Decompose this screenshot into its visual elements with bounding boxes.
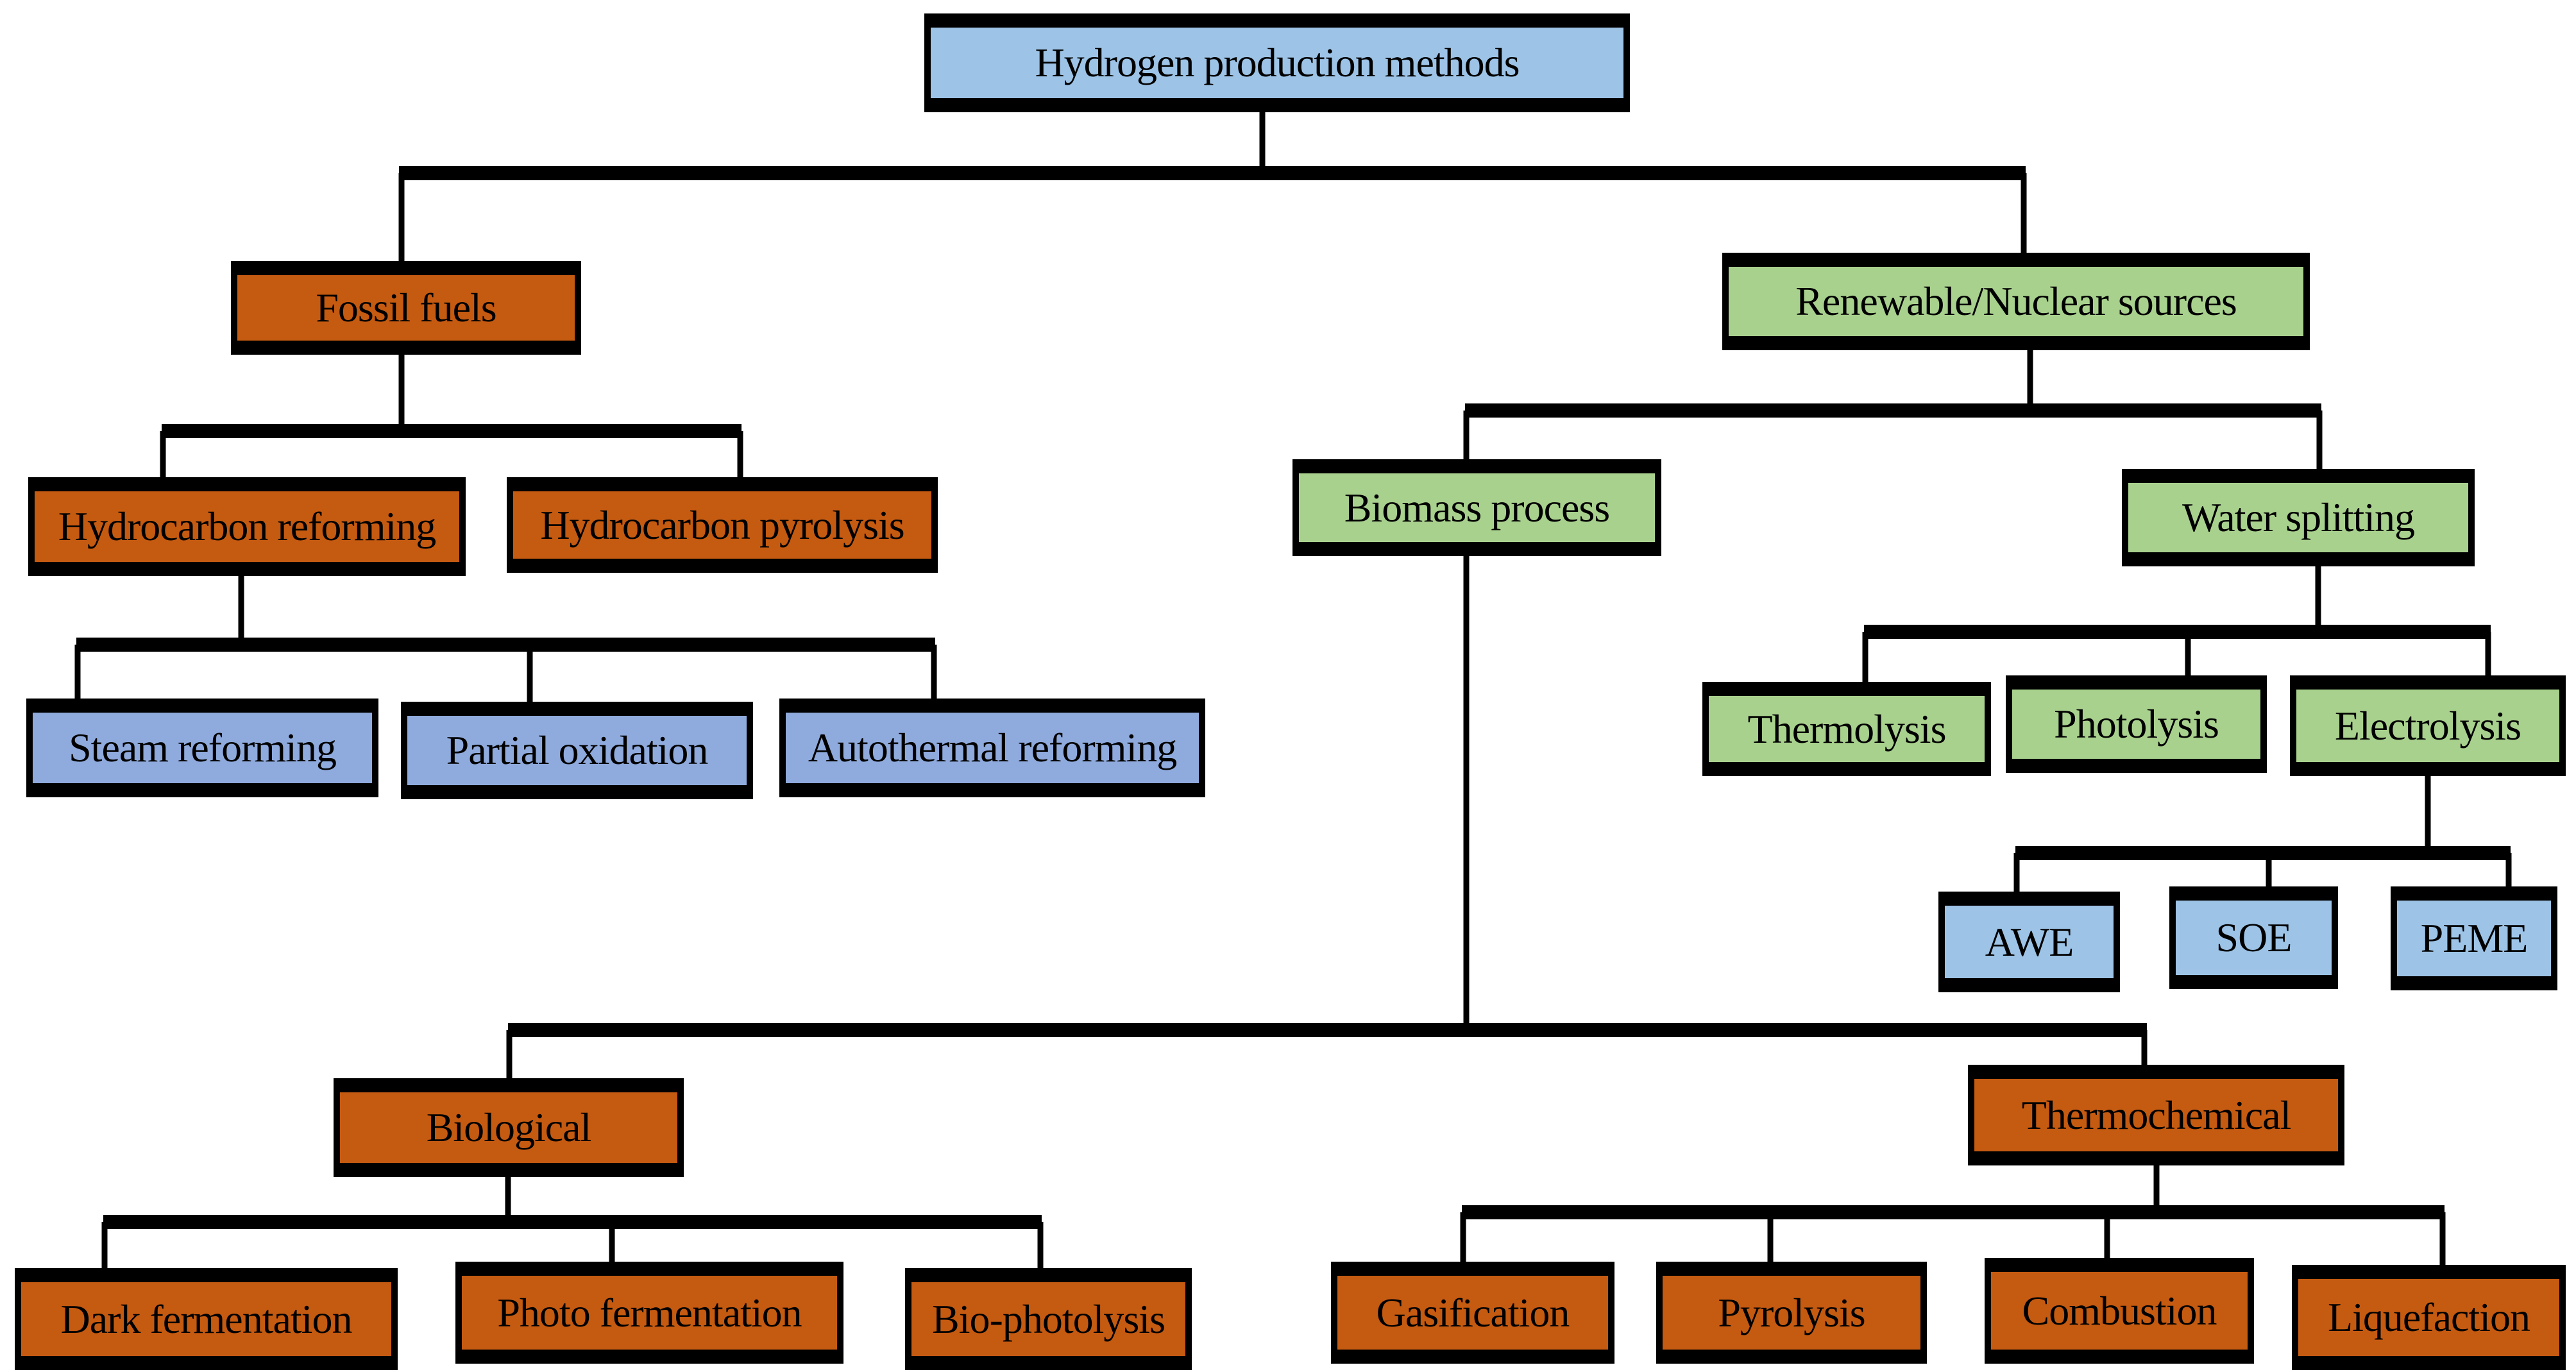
node-thermochemical: Thermochemical <box>1968 1065 2344 1165</box>
node-electrolysis: Electrolysis <box>2290 675 2566 776</box>
node-pyrolysis: Pyrolysis <box>1656 1262 1927 1364</box>
node-awe: AWE <box>1938 892 2120 992</box>
node-root: Hydrogen production methods <box>924 13 1630 112</box>
node-renewable-nuclear: Renewable/Nuclear sources <box>1722 253 2310 350</box>
node-water-splitting: Water splitting <box>2122 469 2475 566</box>
node-liquefaction: Liquefaction <box>2292 1265 2566 1370</box>
node-peme: PEME <box>2391 886 2557 990</box>
node-biological: Biological <box>334 1078 684 1177</box>
node-gasification: Gasification <box>1331 1262 1614 1364</box>
node-fossil-fuels: Fossil fuels <box>231 261 581 355</box>
node-biomass-process: Biomass process <box>1292 459 1661 556</box>
node-dark-fermentation: Dark fermentation <box>15 1268 398 1370</box>
node-combustion: Combustion <box>1985 1258 2254 1364</box>
node-hydrocarbon-reforming: Hydrocarbon reforming <box>28 477 466 576</box>
node-thermolysis: Thermolysis <box>1702 682 1991 776</box>
node-autothermal-reforming: Autothermal reforming <box>779 699 1205 797</box>
node-steam-reforming: Steam reforming <box>26 699 378 797</box>
node-hydrocarbon-pyrolysis: Hydrocarbon pyrolysis <box>507 477 938 573</box>
node-photolysis: Photolysis <box>2006 675 2267 773</box>
node-soe: SOE <box>2169 886 2338 989</box>
node-photo-fermentation: Photo fermentation <box>455 1262 843 1364</box>
node-bio-photolysis: Bio-photolysis <box>905 1268 1192 1370</box>
node-partial-oxidation: Partial oxidation <box>401 702 753 799</box>
